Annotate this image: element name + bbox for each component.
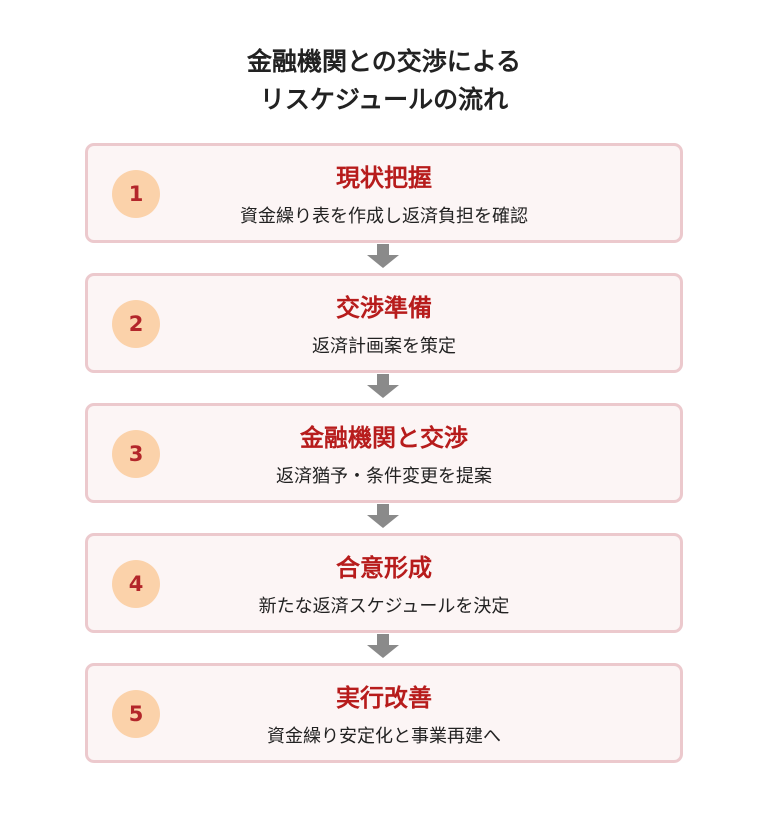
step-description: 返済計画案を策定 <box>312 336 456 357</box>
step-number-badge: 2 <box>112 300 160 348</box>
down-arrow-icon <box>367 504 399 528</box>
step-description: 新たな返済スケジュールを決定 <box>258 596 510 617</box>
step-number-badge: 1 <box>112 170 160 218</box>
step-number-badge: 4 <box>112 560 160 608</box>
down-arrow-icon <box>367 244 399 268</box>
step-description: 資金繰り表を作成し返済負担を確認 <box>240 206 528 227</box>
step-box-4: 4 合意形成 新たな返済スケジュールを決定 <box>85 533 683 633</box>
step-box-2: 2 交渉準備 返済計画案を策定 <box>85 273 683 373</box>
diagram-title-line-2: リスケジュールの流れ <box>259 85 509 114</box>
step-box-1: 1 現状把握 資金繰り表を作成し返済負担を確認 <box>85 143 683 243</box>
step-number-badge: 5 <box>112 690 160 738</box>
step-title: 合意形成 <box>336 554 432 582</box>
step-description: 返済猶予・条件変更を提案 <box>276 466 492 487</box>
diagram-title-line-1: 金融機関との交渉による <box>246 47 521 76</box>
step-title: 実行改善 <box>336 684 432 712</box>
step-box-3: 3 金融機関と交渉 返済猶予・条件変更を提案 <box>85 403 683 503</box>
step-description: 資金繰り安定化と事業再建へ <box>267 726 501 747</box>
step-number-badge: 3 <box>112 430 160 478</box>
down-arrow-icon <box>367 634 399 658</box>
step-title: 金融機関と交渉 <box>300 424 468 452</box>
step-title: 現状把握 <box>336 164 432 192</box>
step-title: 交渉準備 <box>336 294 432 322</box>
step-box-5: 5 実行改善 資金繰り安定化と事業再建へ <box>85 663 683 763</box>
down-arrow-icon <box>367 374 399 398</box>
